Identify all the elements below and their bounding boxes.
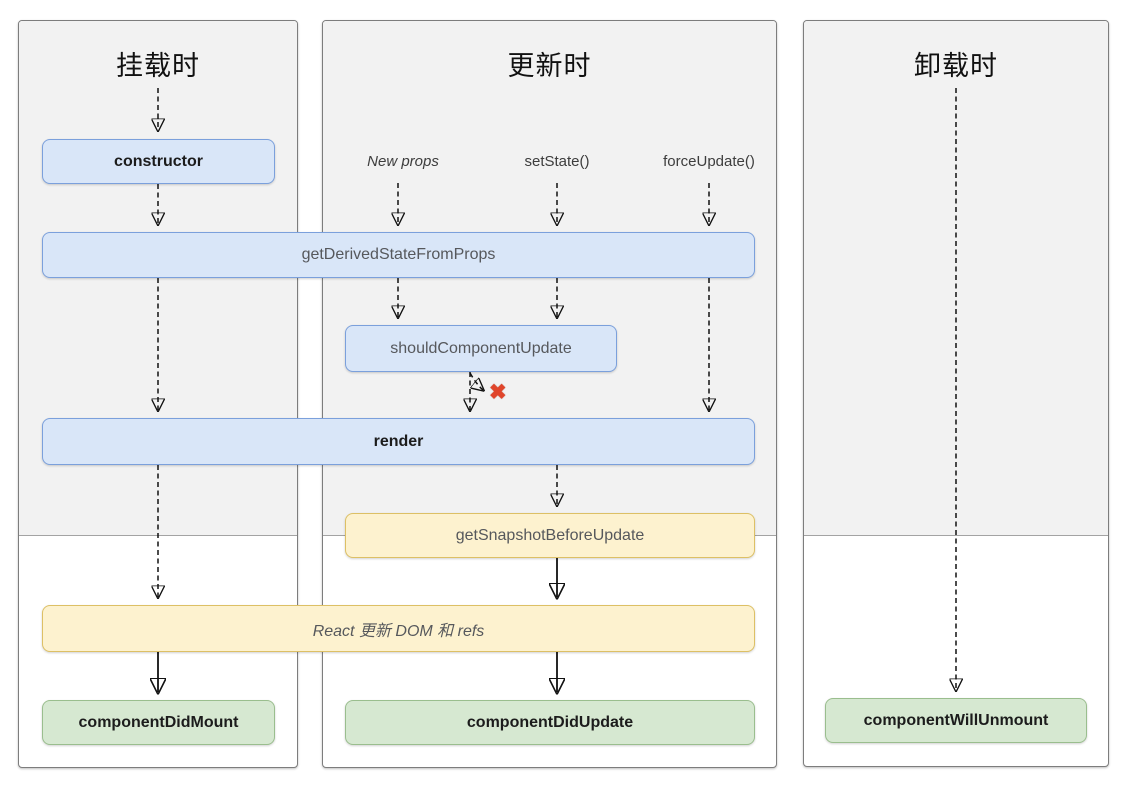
- node-get-snapshot-before-update: getSnapshotBeforeUpdate: [345, 513, 755, 558]
- column-title-unmounting: 卸载时: [914, 51, 998, 81]
- panel-mounting: [18, 20, 298, 768]
- node-component-will-unmount: componentWillUnmount: [825, 698, 1087, 743]
- column-title-updating: 更新时: [507, 51, 592, 81]
- stop-cross-icon: ✖: [489, 381, 507, 404]
- trigger-label-new-props: New props: [367, 153, 439, 170]
- panel-unmounting: [803, 20, 1109, 767]
- node-get-derived-state-from-props: getDerivedStateFromProps: [42, 232, 755, 278]
- node-react-updates-dom-and-refs: React 更新 DOM 和 refs: [42, 605, 755, 652]
- column-title-mounting: 挂载时: [116, 51, 200, 81]
- render-phase-region-unmounting: [804, 21, 1108, 536]
- trigger-label-forceupdate: forceUpdate(): [663, 153, 755, 170]
- node-component-did-update: componentDidUpdate: [345, 700, 755, 745]
- node-render: render: [42, 418, 755, 465]
- node-component-did-mount: componentDidMount: [42, 700, 275, 745]
- node-constructor: constructor: [42, 139, 275, 184]
- trigger-label-setstate: setState(): [524, 153, 590, 170]
- panel-updating: [322, 20, 777, 768]
- node-should-component-update: shouldComponentUpdate: [345, 325, 617, 372]
